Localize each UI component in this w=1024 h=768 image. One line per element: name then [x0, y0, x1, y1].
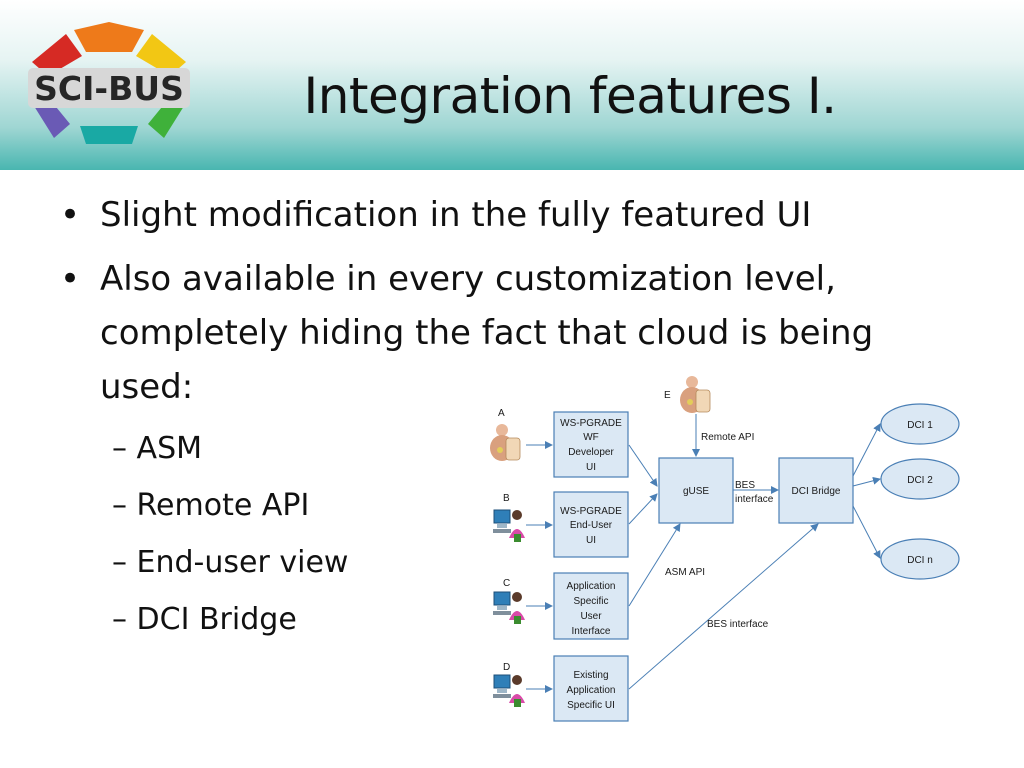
- ws-end-line: WS-PGRADE: [560, 506, 622, 517]
- sub-bullet-item: – DCI Bridge: [112, 591, 297, 649]
- diagram-arrows: [526, 414, 881, 693]
- guse-label: gUSE: [683, 486, 709, 497]
- app-spec-line: Specific: [573, 596, 608, 607]
- bes-interface-label: BES interface: [707, 619, 769, 630]
- arrow-dci-dci1: [852, 423, 881, 477]
- dci-n-node: [880, 538, 960, 580]
- app-spec-line: User: [580, 611, 602, 622]
- dci-2-label: DCI 2: [907, 475, 933, 486]
- app-spec-line: Application: [567, 581, 616, 592]
- logo-segment-teal: [80, 126, 138, 144]
- arrow-wsend-guse: [628, 493, 658, 525]
- title-band: SCI-BUS Integration features I.: [0, 0, 1024, 170]
- sub-bullet-dash: –: [112, 545, 127, 580]
- bullet-dot: •: [60, 259, 81, 299]
- user-label-b: B: [503, 493, 510, 504]
- logo-segment-orange: [74, 22, 144, 52]
- sub-bullet-text: DCI Bridge: [136, 602, 297, 637]
- ws-dev-line: WF: [583, 432, 599, 443]
- user-label-a: A: [498, 408, 505, 419]
- user-label-c: C: [503, 578, 510, 589]
- arrow-dci-dci2: [852, 476, 881, 487]
- arrow-dci-dcin: [852, 505, 881, 559]
- end-user-computer-icon: [493, 509, 525, 542]
- ws-dev-line: WS-PGRADE: [560, 418, 622, 429]
- logo-segment-green: [148, 102, 184, 138]
- bes-label: BES: [735, 480, 755, 491]
- user-label-d: D: [503, 662, 510, 673]
- asm-api-label: ASM API: [665, 567, 705, 578]
- developer-icon: [490, 424, 521, 461]
- existing-line: Application: [567, 685, 616, 696]
- bes-label: interface: [735, 494, 774, 505]
- dci-1-label: DCI 1: [907, 420, 933, 431]
- dci-1-node: [880, 403, 960, 445]
- arrow-app-guse: [628, 523, 681, 607]
- user-label-e: E: [664, 390, 671, 401]
- ws-end-line: UI: [586, 535, 596, 546]
- sci-bus-logo: SCI-BUS: [28, 22, 190, 144]
- box-dci-bridge: [778, 457, 854, 524]
- box-ws-developer: [553, 411, 629, 478]
- dci-n-label: DCI n: [907, 555, 933, 566]
- ws-dev-line: UI: [586, 462, 596, 473]
- logo-segment-yellow: [136, 34, 186, 76]
- sub-bullet-item: – End-user view: [112, 534, 348, 592]
- sub-bullet-dash: –: [112, 602, 127, 637]
- bullet-text-line: Also available in every customization le…: [100, 259, 836, 299]
- sub-bullet-text: Remote API: [136, 488, 310, 523]
- ws-dev-line: Developer: [568, 447, 614, 458]
- dci-bridge-label: DCI Bridge: [792, 486, 841, 497]
- slide-title: Integration features I.: [303, 67, 837, 125]
- sub-bullet-text: ASM: [136, 431, 202, 466]
- sub-bullet-dash: –: [112, 488, 127, 523]
- ws-end-line: End-User: [570, 520, 613, 531]
- existing-line: Specific UI: [567, 700, 615, 711]
- bullet-text: Slight modification in the fully feature…: [100, 195, 812, 235]
- arrow-existing-dci: [628, 523, 819, 690]
- sub-bullet-dash: –: [112, 431, 127, 466]
- logo-segment-purple: [34, 102, 70, 138]
- developer-icon: [680, 376, 711, 413]
- remote-api-label: Remote API: [701, 432, 754, 443]
- end-user-computer-icon: [493, 591, 525, 624]
- logo-text: SCI-BUS: [34, 69, 184, 108]
- arrow-wsdev-guse: [628, 444, 658, 487]
- sub-bullet-item: – Remote API: [112, 477, 309, 535]
- bullet-dot: •: [60, 195, 81, 235]
- box-existing: [553, 655, 629, 722]
- box-app-specific: [553, 572, 629, 640]
- logo-segment-red: [32, 34, 82, 76]
- end-user-computer-icon: [493, 674, 525, 707]
- sub-bullet-text: End-user view: [136, 545, 349, 580]
- sub-bullet-item: – ASM: [112, 420, 202, 478]
- bullet-text-line: completely hiding the fact that cloud is…: [100, 313, 874, 353]
- existing-line: Existing: [573, 670, 608, 681]
- box-guse: [658, 457, 734, 524]
- bullet-text-line: used:: [100, 367, 194, 407]
- architecture-diagram: WS-PGRADE WF Developer UI WS-PGRADE End-…: [490, 376, 960, 722]
- dci-2-node: [880, 458, 960, 500]
- box-ws-end-user: [553, 491, 629, 558]
- app-spec-line: Interface: [572, 626, 611, 637]
